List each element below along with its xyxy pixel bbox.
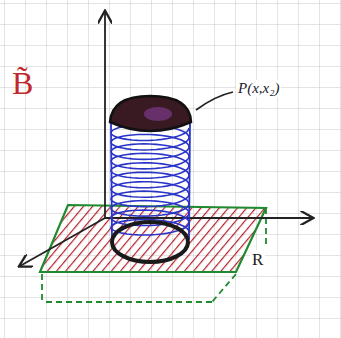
axes (20, 12, 312, 266)
cylinder-top (110, 96, 191, 131)
axis-label: B̃ (10, 66, 35, 100)
cylinder-base (112, 222, 188, 262)
top-highlight (144, 107, 172, 121)
region-label: R (250, 250, 265, 269)
cylinder-coil (111, 125, 189, 235)
leader-line (196, 92, 233, 110)
point-label: P(x,x₂) (236, 80, 281, 97)
